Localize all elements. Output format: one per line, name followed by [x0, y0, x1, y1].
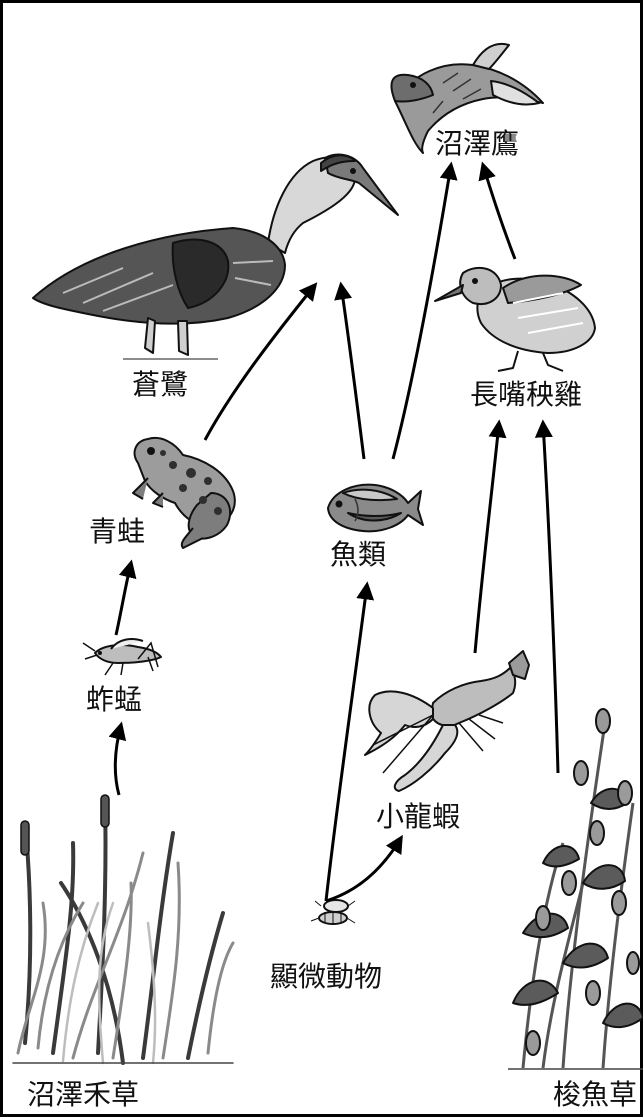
- arrow-zooplankton-to-crayfish: [326, 838, 401, 901]
- arrow-fish-to-heron: [341, 285, 364, 459]
- zooplankton-illustration: [311, 900, 355, 925]
- fish-illustration: [328, 485, 423, 532]
- arrow-rail-to-hawk: [483, 165, 515, 259]
- label-crayfish: 小龍蝦: [376, 803, 460, 831]
- label-marsh-hawk: 沼澤鷹: [435, 130, 519, 158]
- pickerelweed-illustration: [508, 709, 643, 1069]
- label-pickerelweed: 梭魚草: [553, 1081, 637, 1109]
- label-frog: 青蛙: [89, 518, 145, 546]
- frog-illustration: [133, 438, 235, 548]
- label-heron: 蒼鷺: [132, 371, 188, 399]
- label-fish: 魚類: [330, 541, 386, 569]
- arrow-zooplankton-to-fish: [326, 585, 367, 901]
- label-zooplankton: 顯微動物: [270, 963, 382, 991]
- arrow-crayfish-to-rail: [475, 423, 499, 653]
- grasshopper-illustration: [83, 639, 161, 675]
- arrow-grasshopper-to-frog: [116, 563, 131, 635]
- arrow-grass-to-grasshopper: [115, 725, 121, 795]
- crayfish-illustration: [365, 651, 529, 791]
- food-web-canvas: [3, 3, 643, 1120]
- label-marsh-grass: 沼澤禾草: [27, 1081, 139, 1109]
- arrow-pickerelweed-to-rail: [543, 423, 558, 773]
- label-grasshopper: 蚱蜢: [86, 686, 142, 714]
- arrow-fish-to-hawk: [393, 165, 451, 459]
- rail-illustration: [435, 268, 595, 371]
- label-rail: 長嘴秧雞: [470, 381, 582, 409]
- marsh-grass-illustration: [13, 795, 233, 1063]
- heron-illustration: [33, 155, 398, 359]
